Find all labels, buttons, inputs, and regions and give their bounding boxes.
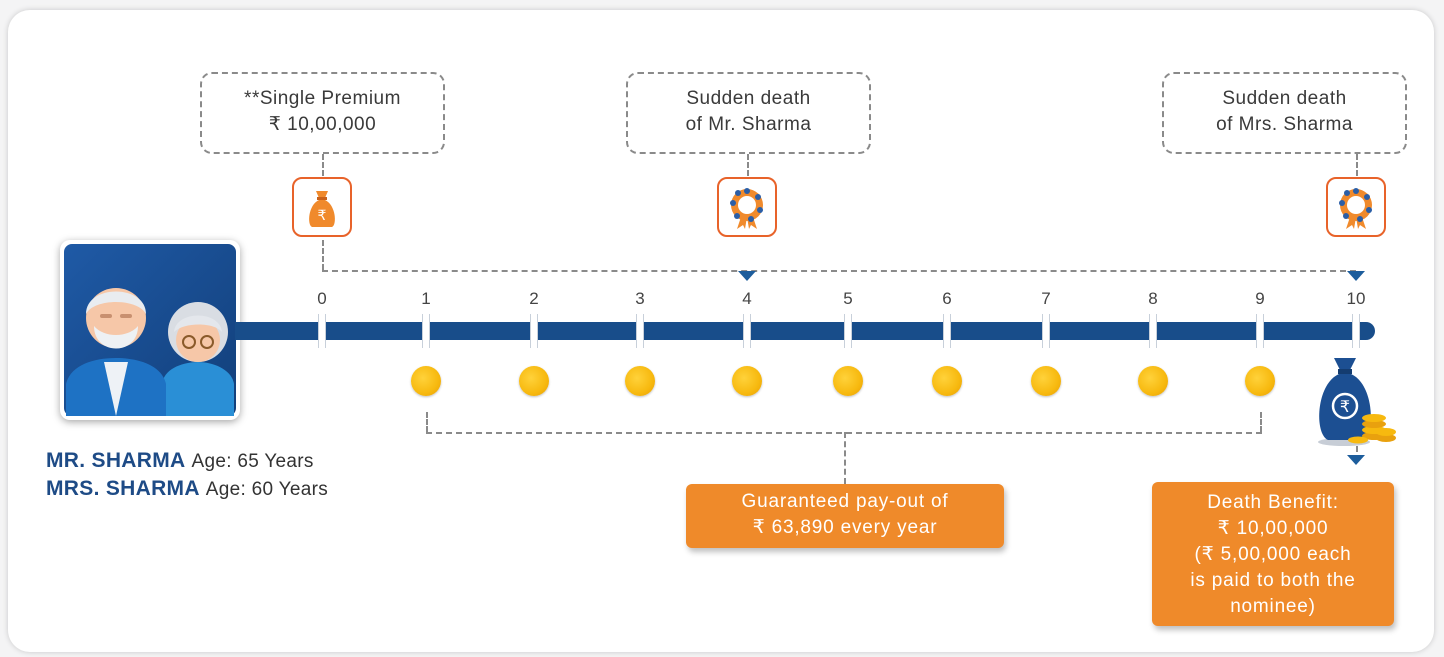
svg-text:₹: ₹ (1340, 397, 1350, 416)
svg-text:₹: ₹ (318, 208, 327, 224)
death-benefit-pointer (1347, 455, 1365, 465)
payout-line2: ₹ 63,890 every year (752, 517, 938, 538)
payout-coin (833, 366, 863, 396)
timeline-tick (1352, 314, 1360, 348)
year-label: 3 (635, 289, 645, 308)
payout-connector (844, 432, 846, 484)
timeline-tick (636, 314, 644, 348)
premium-connector-lower (322, 240, 324, 270)
premium-callout-line1: **Single Premium (244, 88, 401, 109)
timeline-tick (743, 314, 751, 348)
year-label: 1 (421, 289, 431, 308)
money-bag-icon: ₹ (309, 191, 335, 227)
year-label: 4 (742, 289, 752, 308)
payout-coin (411, 366, 441, 396)
year-label: 2 (529, 289, 539, 308)
year-label: 7 (1041, 289, 1051, 308)
timeline-tick (1042, 314, 1050, 348)
death-mrs-callout-line2: of Mrs. Sharma (1216, 114, 1353, 135)
death-benefit-line2: ₹ 10,00,000 (1217, 518, 1329, 539)
couple-illustration (64, 244, 236, 416)
wreath-icon (730, 188, 763, 229)
premium-connector (322, 154, 324, 176)
couple-avatar (60, 240, 240, 420)
year-label: 0 (317, 289, 327, 308)
year-label: 6 (942, 289, 952, 308)
timeline-tick (530, 314, 538, 348)
payout-bracket-left (426, 412, 428, 432)
death-mr-callout: Sudden death of Mr. Sharma (626, 72, 871, 154)
premium-callout-line2: ₹ 10,00,000 (268, 114, 377, 135)
money-bag-coins-icon: ₹ (1318, 358, 1396, 446)
payout-coin (1031, 366, 1061, 396)
year-label: 8 (1148, 289, 1158, 308)
top-dashed-bracket (322, 270, 1356, 272)
death-mr-callout-line2: of Mr. Sharma (685, 114, 812, 135)
death-benefit-line4: is paid to both the (1190, 570, 1356, 591)
year-label: 9 (1255, 289, 1265, 308)
death-benefit-line5: nominee) (1230, 596, 1316, 617)
death-mrs-callout: Sudden death of Mrs. Sharma (1162, 72, 1407, 154)
death-mrs-icon-box (1326, 177, 1386, 237)
death-mr-pointer (738, 271, 756, 281)
death-benefit-line1: Death Benefit: (1207, 492, 1339, 513)
payout-coin (1138, 366, 1168, 396)
death-benefit-line3: (₹ 5,00,000 each (1194, 544, 1352, 565)
policyholder-name: MR. SHARMA (46, 449, 186, 472)
timeline-tick (422, 314, 430, 348)
guaranteed-payout-box: Guaranteed pay-out of ₹ 63,890 every yea… (686, 484, 1004, 548)
timeline-tick (318, 314, 326, 348)
timeline-tick (1149, 314, 1157, 348)
timeline-tick (943, 314, 951, 348)
year-label: 10 (1346, 289, 1366, 308)
payout-coin (932, 366, 962, 396)
year-label: 5 (843, 289, 853, 308)
payout-coin (732, 366, 762, 396)
policyholder-age: Age: 60 Years (205, 479, 329, 500)
death-benefit-connector (1356, 446, 1358, 452)
death-mrs-connector (1356, 154, 1358, 176)
payout-line1: Guaranteed pay-out of (741, 491, 949, 512)
policyholder-age: Age: 65 Years (191, 451, 314, 472)
death-benefit-box: Death Benefit: ₹ 10,00,000 (₹ 5,00,000 e… (1152, 482, 1394, 626)
wreath-icon (1339, 188, 1372, 229)
policyholder-name: MRS. SHARMA (46, 477, 200, 500)
death-mrs-callout-line1: Sudden death (1222, 88, 1347, 109)
payout-coin (519, 366, 549, 396)
death-mr-icon-box (717, 177, 777, 237)
death-mrs-pointer (1347, 271, 1365, 281)
payout-bracket-right (1260, 412, 1262, 432)
death-mr-callout-line1: Sudden death (686, 88, 811, 109)
payout-coin (625, 366, 655, 396)
payout-coin (1245, 366, 1275, 396)
timeline-bar (235, 322, 1375, 340)
timeline-tick (844, 314, 852, 348)
timeline-tick (1256, 314, 1264, 348)
premium-icon-box: ₹ (292, 177, 352, 237)
premium-callout: **Single Premium ₹ 10,00,000 (200, 72, 445, 154)
death-mr-connector (747, 154, 749, 176)
